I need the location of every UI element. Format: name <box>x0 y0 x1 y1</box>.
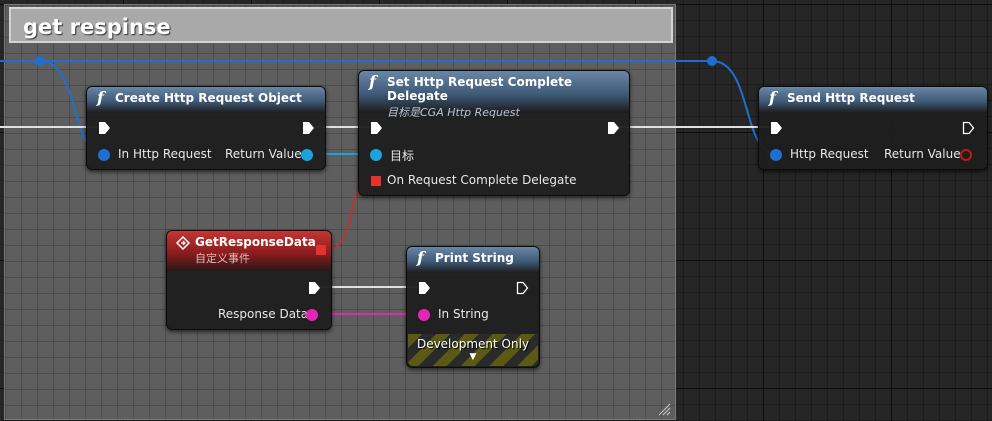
development-only-label: Development Only <box>416 337 530 351</box>
exec-out-pin-icon[interactable] <box>607 121 620 135</box>
reroute-knot <box>35 56 45 66</box>
pin-label-return-value: Return Value <box>884 147 961 161</box>
in-http-request-pin-icon[interactable] <box>98 149 110 161</box>
node-title: Send Http Request <box>787 91 915 105</box>
exec-in-pin-icon[interactable] <box>418 281 431 295</box>
node-header[interactable]: f Send Http Request <box>759 87 987 113</box>
resize-grip-icon[interactable] <box>657 402 671 416</box>
pin-label-target: 目标 <box>390 149 415 163</box>
exec-in-pin-icon[interactable] <box>370 121 383 135</box>
comment-title[interactable]: get respinse <box>9 7 673 43</box>
node-title: GetResponseData <box>195 235 316 249</box>
in-string-pin-icon[interactable] <box>418 309 430 321</box>
node-subtitle: 自定义事件 <box>195 252 250 265</box>
node-subtitle: 目标是CGA Http Request <box>387 106 520 119</box>
response-data-pin-icon[interactable] <box>306 309 318 321</box>
node-title: Set Http Request Complete Delegate <box>387 75 572 103</box>
reroute-knot <box>707 56 717 66</box>
node-header[interactable]: f Create Http Request Object <box>87 87 325 113</box>
node-create-http-request-object[interactable]: f Create Http Request Object In Http Req… <box>86 86 326 170</box>
exec-out-pin-icon[interactable] <box>302 121 315 135</box>
node-header[interactable]: f Print String <box>407 247 539 273</box>
return-value-pin-icon[interactable] <box>301 149 313 161</box>
exec-in-pin-icon[interactable] <box>98 121 111 135</box>
development-only-banner: Development Only ▼ <box>408 334 538 366</box>
node-send-http-request[interactable]: f Send Http Request Http Request Return … <box>758 86 988 170</box>
exec-out-pin-icon[interactable] <box>962 121 975 135</box>
node-set-http-request-complete-delegate[interactable]: f Set Http Request Complete Delegate 目标是… <box>358 70 630 196</box>
expand-chevron-icon[interactable]: ▼ <box>469 352 477 362</box>
pin-label-in-string: In String <box>438 307 489 321</box>
http-request-pin-icon[interactable] <box>770 149 782 161</box>
pin-label-response-data: Response Data <box>218 307 309 321</box>
function-icon: f <box>97 88 104 107</box>
delegate-out-pin-icon[interactable] <box>316 245 326 255</box>
pin-label-http-request: Http Request <box>790 147 869 161</box>
return-value-pin-icon[interactable] <box>960 149 972 161</box>
function-icon: f <box>417 248 424 267</box>
node-print-string[interactable]: f Print String In String Development Onl… <box>406 246 540 368</box>
delegate-pin-icon[interactable] <box>371 176 381 186</box>
function-icon: f <box>369 72 376 91</box>
node-get-response-data[interactable]: GetResponseData 自定义事件 Response Data <box>166 230 332 330</box>
pin-label-in-http-request: In Http Request <box>118 147 212 161</box>
exec-out-pin-icon[interactable] <box>308 281 321 295</box>
target-pin-icon[interactable] <box>370 149 382 161</box>
exec-out-pin-icon[interactable] <box>516 281 529 295</box>
node-header[interactable]: GetResponseData 自定义事件 <box>167 231 331 271</box>
node-title: Print String <box>435 251 514 265</box>
node-title: Create Http Request Object <box>115 91 302 105</box>
event-icon <box>176 236 190 250</box>
node-header[interactable]: f Set Http Request Complete Delegate 目标是… <box>359 71 629 119</box>
function-icon: f <box>769 88 776 107</box>
pin-label-return-value: Return Value <box>225 147 302 161</box>
exec-in-pin-icon[interactable] <box>770 121 783 135</box>
pin-label-on-request-complete-delegate: On Request Complete Delegate <box>387 173 577 187</box>
